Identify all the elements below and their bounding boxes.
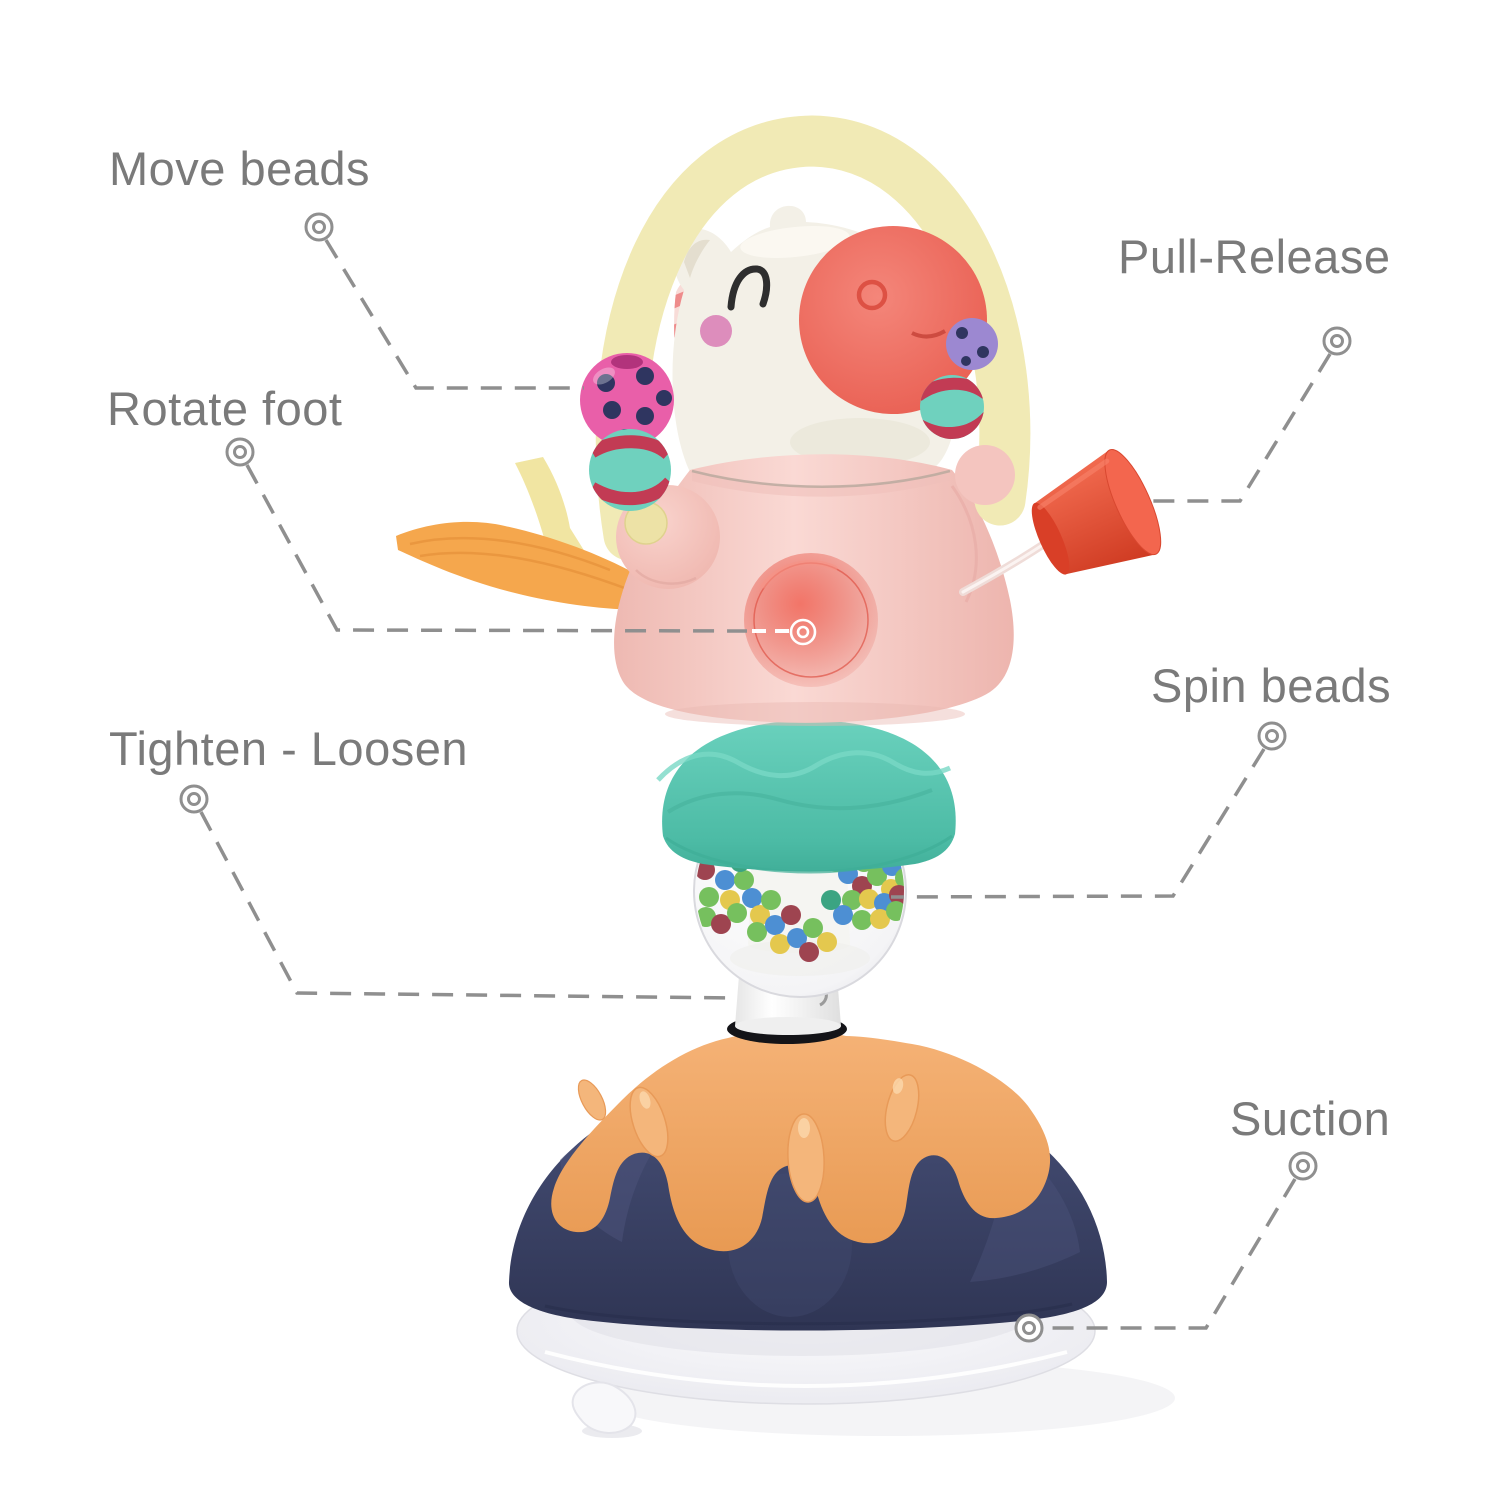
cheek (700, 315, 732, 347)
pull-knob (1031, 449, 1162, 575)
marker-suction (1288, 1151, 1318, 1181)
plate-pull-tab (571, 1381, 642, 1438)
ribbon-orange (396, 521, 690, 610)
spin-globe (656, 720, 956, 998)
marker-on-button (789, 618, 817, 646)
mouth (911, 329, 947, 339)
bead-purple (946, 318, 998, 370)
label-move-beads: Move beads (109, 142, 371, 195)
callout-markers (179, 212, 1352, 1343)
callout-line-pull-release (1147, 353, 1332, 503)
label-tighten-loosen: Tighten - Loosen (109, 722, 468, 775)
label-rotate-foot: Rotate foot (107, 382, 343, 435)
ear-inner-shade (684, 239, 710, 278)
base-orange-melt (551, 1031, 1051, 1252)
label-spin-beads: Spin beads (1151, 659, 1392, 712)
callout-lines (199, 239, 1332, 1330)
marker-rotate-foot (225, 437, 255, 467)
spin-cap-teal (656, 720, 956, 874)
marker-pull-release (1322, 326, 1352, 356)
muzzle (799, 226, 987, 414)
callout-line-rotate-foot (245, 464, 748, 633)
callout-line-suction (1044, 1178, 1297, 1330)
label-suction: Suction (1230, 1092, 1391, 1145)
marker-tighten-loosen (179, 784, 209, 814)
marker-move-beads (304, 212, 334, 242)
marker-spin-beads (1257, 721, 1287, 751)
marker-suction-plate (1014, 1313, 1044, 1343)
left-arm (616, 485, 720, 589)
ribbon-yellow (515, 457, 585, 560)
orange-bumps (577, 1074, 920, 1203)
label-pull-release: Pull-Release (1118, 230, 1391, 283)
closed-eye (727, 265, 771, 311)
callout-line-spin-beads (890, 748, 1266, 899)
bead-pink (580, 353, 674, 447)
rattle-button (744, 553, 878, 687)
nostril (856, 279, 888, 311)
head-body-seam (691, 469, 951, 488)
callout-line-move-beads (324, 239, 584, 390)
pull-string (959, 538, 1051, 596)
bead-teal-left (589, 429, 671, 511)
callout-line-tighten-loosen (199, 811, 737, 1000)
right-hand (955, 445, 1015, 505)
